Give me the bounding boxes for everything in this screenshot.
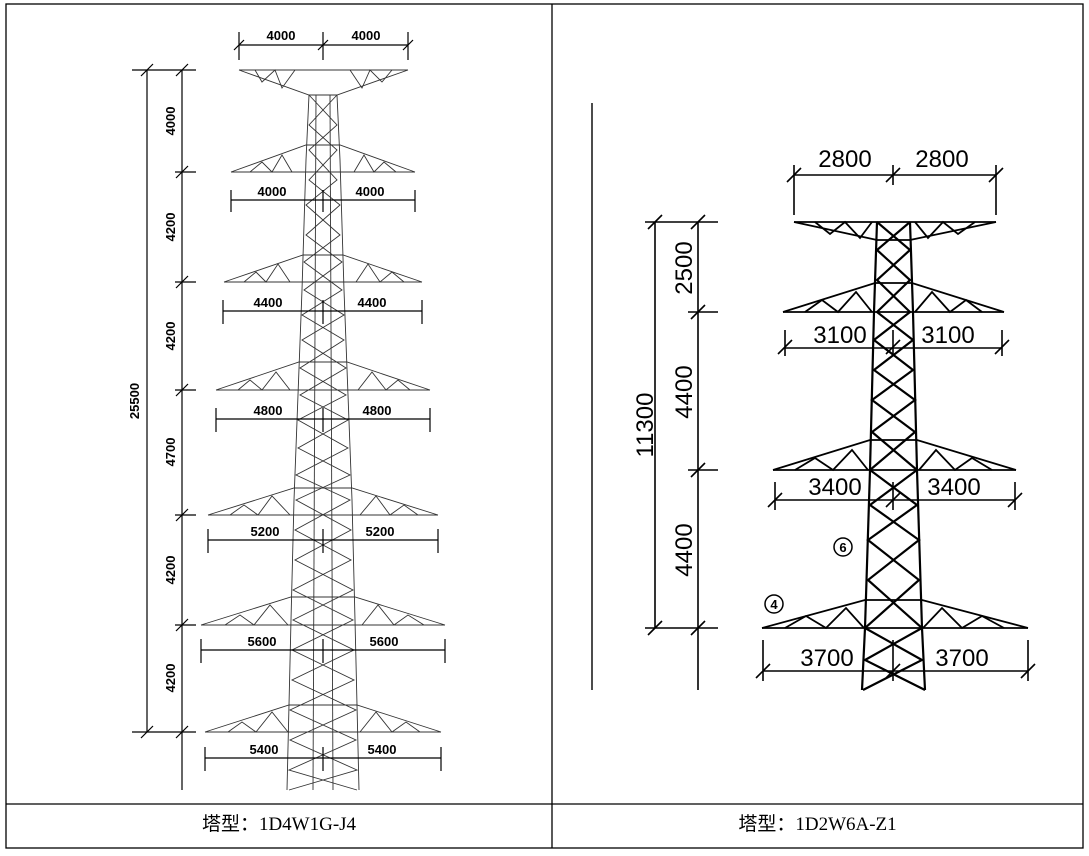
right-top-dim-l: 2800: [818, 146, 871, 173]
right-v3: 4400: [671, 523, 698, 576]
right-arm2-r: 3400: [927, 474, 980, 501]
left-arm4-r: 5200: [366, 524, 395, 539]
part-marker-6-circle: [833, 537, 853, 557]
left-arm1-r: 4000: [356, 184, 385, 199]
part-marker-4: 4: [770, 597, 778, 612]
left-tower-body: [286, 94, 360, 791]
right-total-height: 11300: [632, 393, 659, 458]
left-caption: 塔型：1D4W1G-J4: [201, 814, 357, 835]
left-arm-dimensions: [200, 190, 446, 771]
right-arm1-r: 3100: [921, 322, 974, 349]
left-total-height: 25500: [127, 383, 142, 419]
left-arm3-r: 4800: [363, 403, 392, 418]
left-arm5-l: 5600: [248, 634, 277, 649]
left-arm6-r: 5400: [368, 742, 397, 757]
left-vertical-dimensions: [132, 63, 196, 790]
right-arm1-l: 3100: [813, 322, 866, 349]
right-arm2-l: 3400: [808, 474, 861, 501]
left-top-dim-l: 4000: [267, 28, 296, 43]
right-v1: 2500: [671, 241, 698, 294]
left-arm3-l: 4800: [254, 403, 283, 418]
table-border: [5, 3, 1084, 849]
left-v6: 4200: [163, 664, 178, 693]
right-v2: 4400: [671, 365, 698, 418]
right-tower-diagram: 2800 2800: [591, 103, 1036, 691]
left-v3: 4200: [163, 322, 178, 351]
part-marker-6: 6: [839, 540, 846, 555]
left-arm6-l: 5400: [250, 742, 279, 757]
part-marker-4-circle: [764, 594, 784, 614]
left-arm4-l: 5200: [251, 524, 280, 539]
left-v5: 4200: [163, 556, 178, 585]
left-v4: 4700: [163, 438, 178, 467]
left-arm2-r: 4400: [358, 295, 387, 310]
left-top-arm-dimension: [233, 32, 414, 60]
left-arm2-l: 4400: [254, 295, 283, 310]
right-top-dimension: [786, 165, 1004, 215]
right-arm3-r: 3700: [935, 645, 988, 672]
right-caption: 塔型：1D2W6A-Z1: [738, 814, 897, 835]
right-tower-crossarms: [761, 220, 1029, 630]
left-v1: 4000: [163, 107, 178, 136]
left-arm1-l: 4000: [258, 184, 287, 199]
left-v2: 4200: [163, 213, 178, 242]
left-tower-crossarms: [200, 69, 446, 733]
right-top-dim-r: 2800: [915, 146, 968, 173]
left-top-dim-r: 4000: [352, 28, 381, 43]
right-vertical-dimensions: [645, 214, 718, 690]
right-tower-body: [860, 221, 927, 691]
left-arm5-r: 5600: [370, 634, 399, 649]
right-arm-dimensions: [755, 330, 1036, 681]
left-tower-diagram: 4000 4000: [127, 28, 446, 791]
right-arm3-l: 3700: [800, 645, 853, 672]
